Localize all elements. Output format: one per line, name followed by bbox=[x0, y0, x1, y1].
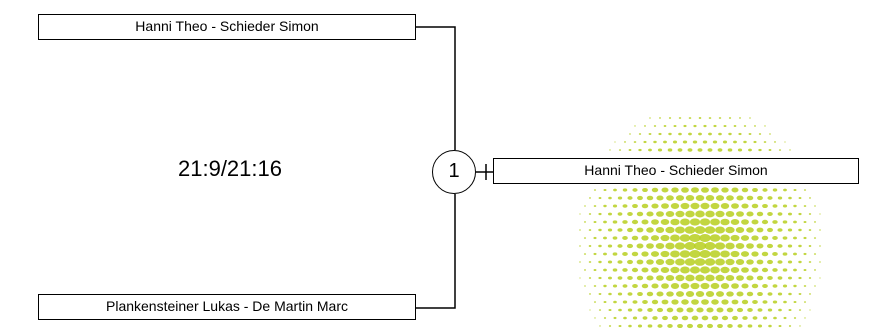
bottom-player-box: Plankensteiner Lukas - De Martin Marc bbox=[38, 294, 416, 320]
bottom-player-name: Plankensteiner Lukas - De Martin Marc bbox=[106, 298, 348, 314]
bottom-connector-line bbox=[416, 194, 456, 309]
top-connector-line bbox=[416, 26, 456, 150]
match-number: 1 bbox=[448, 160, 460, 182]
winner-player-name: Hanni Theo - Schieder Simon bbox=[584, 162, 768, 178]
top-player-box: Hanni Theo - Schieder Simon bbox=[38, 14, 416, 40]
match-score: 21:9/21:16 bbox=[178, 156, 282, 181]
match-number-circle: 1 bbox=[432, 150, 476, 194]
top-player-name: Hanni Theo - Schieder Simon bbox=[135, 18, 319, 34]
winner-player-box: Hanni Theo - Schieder Simon bbox=[493, 158, 859, 184]
